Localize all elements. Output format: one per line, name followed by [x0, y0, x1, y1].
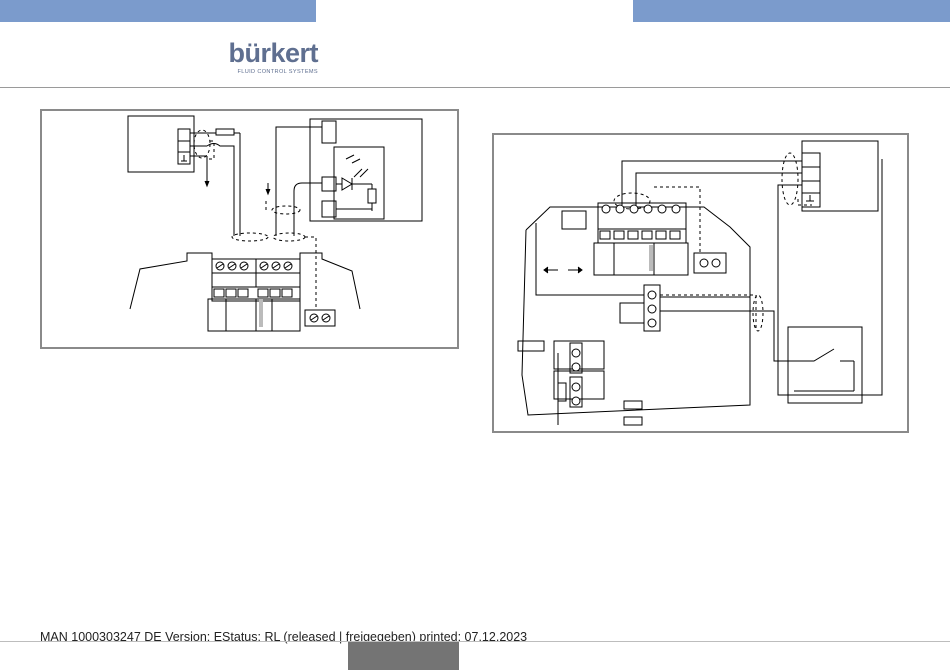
burkert-logo: bürkert FLUID CONTROL SYSTEMS: [218, 40, 318, 78]
page-number-tab: [348, 642, 459, 670]
logo-tagline: FLUID CONTROL SYSTEMS: [218, 69, 318, 75]
wiring-diagram-left: [40, 109, 459, 349]
header-accent-bar-left: [0, 0, 316, 22]
relay-box: [788, 327, 862, 403]
wiring-diagram-right: [492, 133, 909, 433]
wiring-diagram-left-drawing: [42, 111, 457, 347]
logo-wordmark: bürkert: [218, 40, 318, 67]
ground-terminal-right: [694, 253, 726, 273]
footer-divider: [0, 641, 950, 642]
fuse-symbol: [216, 129, 234, 135]
header-accent-bar-right: [633, 0, 950, 22]
wiring-diagram-right-drawing: [494, 135, 907, 431]
header-divider: [0, 87, 950, 88]
optocoupler-box: [310, 119, 422, 221]
screw-terminals: [216, 262, 330, 322]
